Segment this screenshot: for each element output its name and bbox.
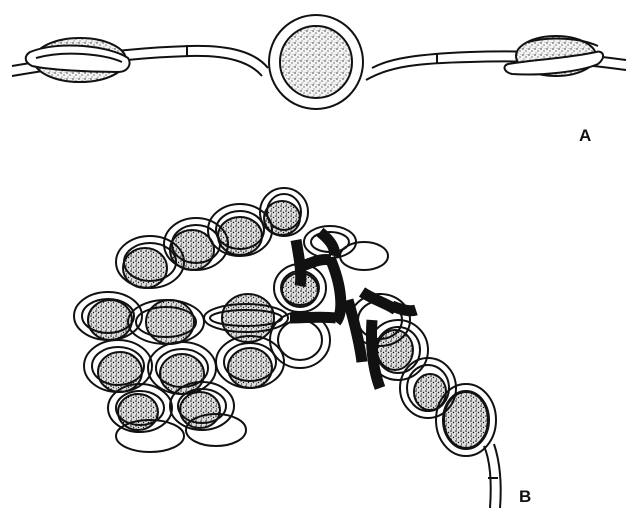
nucleosome-bead	[88, 300, 132, 340]
dna-loop	[278, 320, 322, 360]
dna-loop	[340, 242, 388, 270]
nucleosome-bead	[98, 352, 142, 392]
dna-tail-inner	[494, 444, 501, 508]
panel-label-b: B	[519, 487, 531, 507]
nucleosome-bead	[444, 392, 488, 448]
nucleosome-bead	[377, 330, 413, 370]
nucleosome-core-center-inner	[280, 26, 352, 98]
linker-segment	[290, 317, 336, 318]
linker-segment	[348, 300, 362, 362]
panel-b-solenoid-fiber	[74, 188, 501, 508]
panel-a-extended-fiber	[12, 15, 626, 109]
nucleosome-bead	[222, 294, 274, 342]
linker-segment	[392, 306, 416, 311]
panel-label-a: A	[579, 126, 591, 146]
dna-tail	[484, 444, 501, 508]
